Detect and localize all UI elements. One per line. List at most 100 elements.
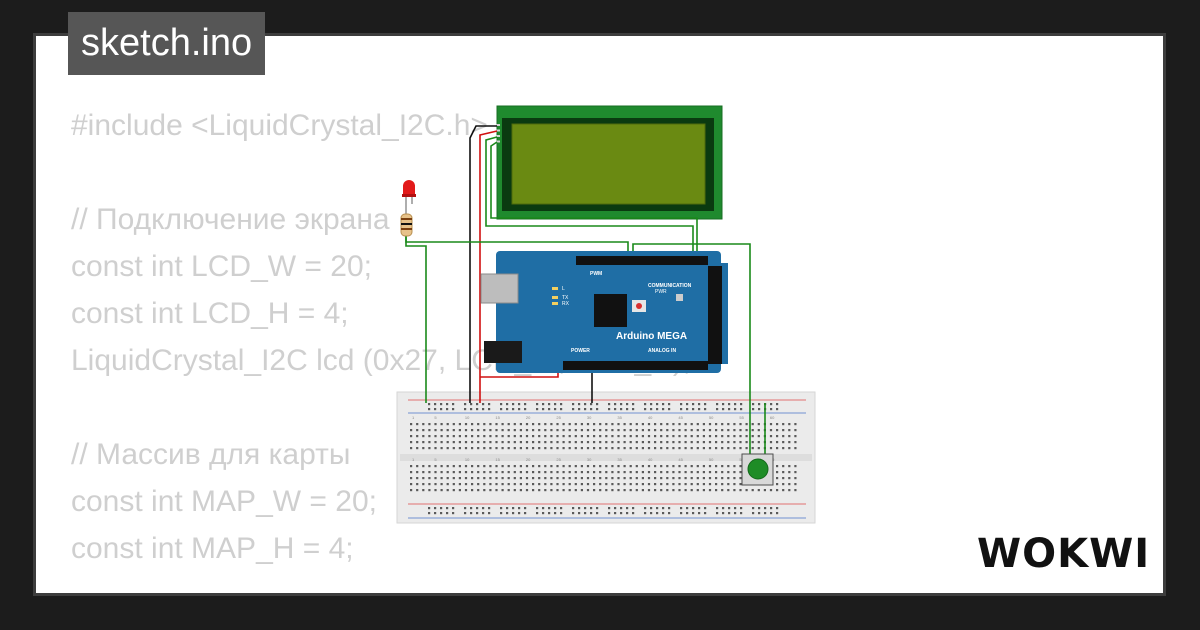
breadboard-hole xyxy=(513,477,516,480)
breadboard-hole xyxy=(764,512,767,515)
breadboard-hole xyxy=(513,465,516,468)
breadboard-hole xyxy=(489,483,492,486)
breadboard-hole xyxy=(644,403,647,406)
breadboard-hole xyxy=(434,423,437,426)
breadboard-hole xyxy=(488,507,491,510)
lcd-pin xyxy=(496,135,500,137)
breadboard-hole xyxy=(532,465,535,468)
breadboard-hole xyxy=(580,423,583,426)
breadboard-hole xyxy=(580,471,583,474)
breadboard-hole xyxy=(698,507,701,510)
breadboard-hole xyxy=(794,471,797,474)
breadboard-hole xyxy=(428,441,431,444)
breadboard-hole xyxy=(641,477,644,480)
breadboard-hole xyxy=(708,441,712,444)
breadboard-hole xyxy=(660,441,663,444)
breadboard-hole xyxy=(733,477,736,480)
breadboard-hole xyxy=(574,441,577,444)
breadboard-hole xyxy=(470,507,473,510)
breadboard-hole xyxy=(739,483,742,486)
breadboard-hole xyxy=(584,408,587,411)
breadboard-hole xyxy=(548,408,551,411)
breadboard-hole xyxy=(739,435,742,438)
breadboard-hole xyxy=(519,447,522,450)
breadboard-hole xyxy=(470,512,473,515)
push-button xyxy=(741,453,774,486)
breadboard-hole xyxy=(544,471,547,474)
breadboard-hole xyxy=(752,408,755,411)
breadboard-hole xyxy=(512,507,515,510)
breadboard-hole xyxy=(626,512,629,515)
breadboard-hole xyxy=(562,429,565,432)
breadboard-hole xyxy=(668,507,671,510)
breadboard-hole xyxy=(506,408,509,411)
breadboard-hole xyxy=(483,435,486,438)
breadboard-hole xyxy=(416,465,419,468)
breadboard-hole xyxy=(632,512,635,515)
breadboard-hole xyxy=(690,477,693,480)
breadboard-hole xyxy=(524,403,527,406)
breadboard-hole xyxy=(684,429,687,432)
breadboard-hole xyxy=(740,507,743,510)
breadboard-hole xyxy=(410,483,413,486)
breadboard-hole xyxy=(623,435,626,438)
breadboard-hole xyxy=(578,408,581,411)
breadboard-hole xyxy=(507,477,510,480)
breadboard-hole xyxy=(776,447,779,450)
breadboard-hole xyxy=(593,447,596,450)
breadboard-hole xyxy=(608,403,611,406)
breadboard-column-number: 5 xyxy=(434,457,437,462)
breadboard-hole xyxy=(623,483,626,486)
breadboard-hole xyxy=(769,429,773,432)
breadboard-hole xyxy=(678,423,681,426)
breadboard-hole xyxy=(574,489,577,492)
breadboard-hole xyxy=(776,465,779,468)
breadboard-hole xyxy=(629,471,632,474)
breadboard-hole xyxy=(733,447,736,450)
breadboard-hole xyxy=(757,441,760,444)
breadboard-hole xyxy=(440,507,443,510)
breadboard-hole xyxy=(434,471,437,474)
breadboard-hole xyxy=(692,507,695,510)
breadboard-hole xyxy=(477,441,480,444)
breadboard-hole xyxy=(471,489,474,492)
breadboard-hole xyxy=(562,435,565,438)
breadboard-hole xyxy=(471,477,474,480)
breadboard-hole xyxy=(684,447,687,450)
breadboard-hole xyxy=(635,477,638,480)
breadboard-hole xyxy=(650,507,653,510)
breadboard-hole xyxy=(483,489,486,492)
breadboard-hole xyxy=(568,465,571,468)
breadboard-hole xyxy=(660,489,663,492)
breadboard-hole xyxy=(440,435,443,438)
breadboard-hole xyxy=(788,429,791,432)
file-tab[interactable]: sketch.ino xyxy=(68,12,266,75)
breadboard-hole xyxy=(416,471,419,474)
breadboard-hole xyxy=(483,471,486,474)
wire-lcd-gnd xyxy=(469,125,497,403)
breadboard-hole xyxy=(434,403,437,406)
breadboard-hole xyxy=(605,465,608,468)
breadboard-hole xyxy=(794,441,797,444)
tx-led-label: TX xyxy=(562,295,569,301)
breadboard-hole xyxy=(647,489,651,492)
breadboard-hole xyxy=(440,441,443,444)
breadboard-hole xyxy=(574,465,577,468)
breadboard-hole xyxy=(650,403,653,406)
breadboard-hole xyxy=(757,435,760,438)
breadboard-hole xyxy=(704,507,707,510)
breadboard-hole xyxy=(770,507,773,510)
breadboard-hole xyxy=(544,447,547,450)
breadboard-hole xyxy=(507,483,510,486)
breadboard-hole xyxy=(434,477,437,480)
breadboard-hole xyxy=(788,489,791,492)
breadboard-hole xyxy=(782,489,785,492)
breadboard-hole xyxy=(428,489,431,492)
breadboard-hole xyxy=(727,441,730,444)
breadboard-hole xyxy=(626,403,629,406)
breadboard-hole xyxy=(556,441,559,444)
breadboard-hole xyxy=(716,403,719,406)
breadboard-hole xyxy=(525,465,529,468)
breadboard-hole xyxy=(580,435,583,438)
breadboard-hole xyxy=(572,403,575,406)
